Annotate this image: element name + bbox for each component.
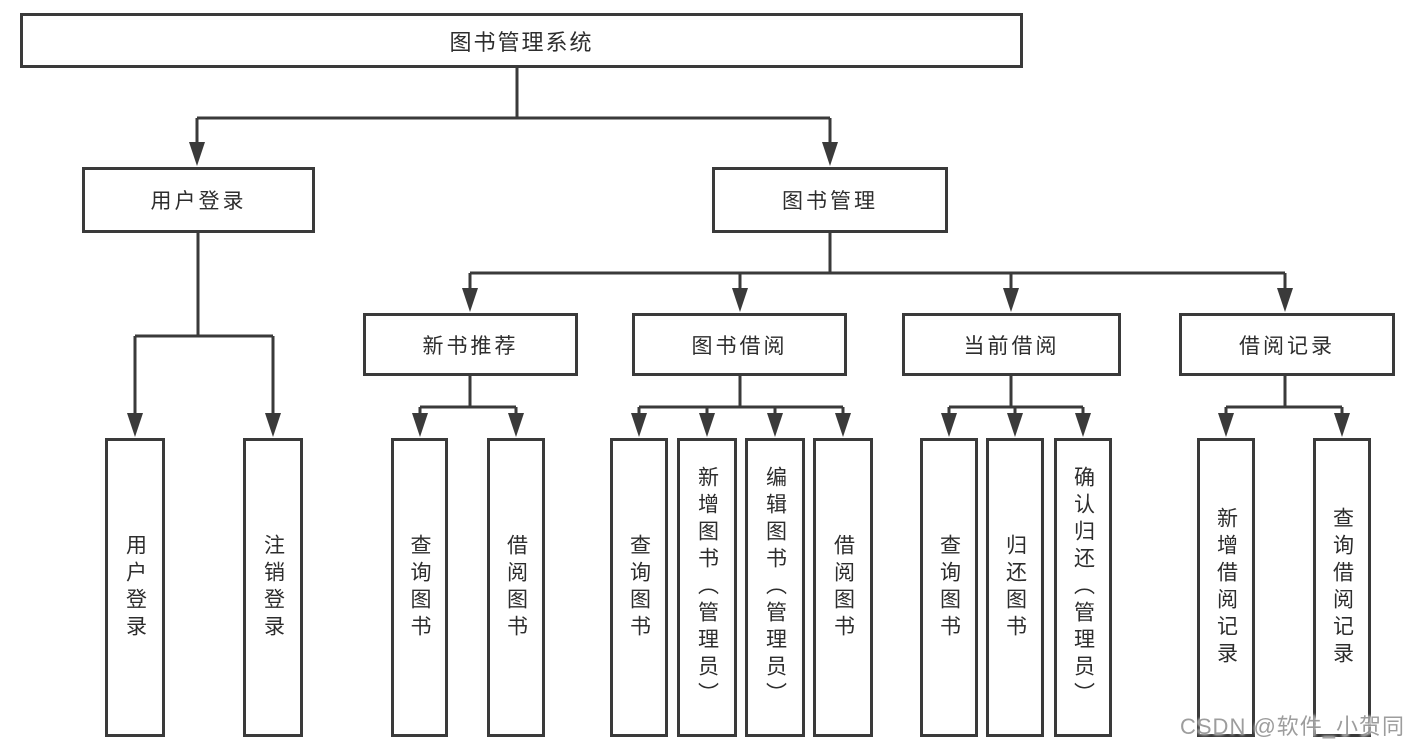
node-root-label: 图书管理系统 — [449, 29, 594, 55]
leaf-records-add-record-label: 新增借阅记录 — [1214, 506, 1238, 669]
leaf-borrowing-borrow-books-label: 借阅图书 — [831, 533, 855, 642]
node-root-library-system: 图书管理系统 — [20, 13, 1023, 68]
csdn-watermark: CSDN @软件_小贺同学 — [1180, 714, 1405, 739]
leaf-logout: 注销登录 — [243, 438, 303, 737]
node-new-book-recommendation-label: 新书推荐 — [422, 334, 519, 358]
leaf-newbook-borrow-books-label: 借阅图书 — [504, 533, 528, 642]
leaf-current-confirm-return-admin: 确认归还（管理员） — [1054, 438, 1112, 737]
leaf-borrowing-borrow-books: 借阅图书 — [813, 438, 873, 737]
leaf-user-login: 用户登录 — [105, 438, 165, 737]
leaf-current-return-books-label: 归还图书 — [1003, 533, 1027, 642]
connector-root-to-level1 — [195, 68, 832, 148]
leaf-logout-label: 注销登录 — [261, 533, 285, 642]
leaf-records-query-record-label: 查询借阅记录 — [1330, 506, 1354, 669]
node-book-management-label: 图书管理 — [782, 190, 878, 213]
leaf-borrowing-query-books-label: 查询图书 — [627, 533, 651, 642]
leaf-borrowing-add-books-admin: 新增图书（管理员） — [677, 438, 737, 737]
node-borrowing-records: 借阅记录 — [1179, 313, 1395, 376]
leaf-borrowing-query-books: 查询图书 — [610, 438, 668, 737]
arrowheads — [127, 142, 1350, 437]
leaf-borrowing-add-books-admin-label: 新增图书（管理员） — [695, 466, 719, 709]
leaf-records-query-record: 查询借阅记录 — [1313, 438, 1371, 737]
node-current-borrowing-label: 当前借阅 — [963, 334, 1060, 358]
connector-user-login-children — [133, 233, 275, 419]
leaf-borrowing-edit-books-admin: 编辑图书（管理员） — [745, 438, 805, 737]
connector-book-management-children — [468, 233, 1287, 294]
leaf-current-return-books: 归还图书 — [986, 438, 1044, 737]
node-book-borrowing: 图书借阅 — [632, 313, 847, 376]
connector-new-book-children — [418, 376, 518, 419]
node-user-login-label: 用户登录 — [150, 190, 247, 213]
node-current-borrowing: 当前借阅 — [902, 313, 1121, 376]
connector-borrowing-records-children — [1224, 376, 1344, 419]
leaf-borrowing-edit-books-admin-label: 编辑图书（管理员） — [763, 466, 787, 709]
connector-current-borrowing-children — [947, 376, 1085, 419]
leaf-current-query-books: 查询图书 — [920, 438, 978, 737]
leaf-user-login-label: 用户登录 — [123, 533, 147, 642]
leaf-records-add-record: 新增借阅记录 — [1197, 438, 1255, 737]
leaf-newbook-query-books: 查询图书 — [391, 438, 448, 737]
leaf-current-confirm-return-admin-label: 确认归还（管理员） — [1071, 466, 1095, 709]
node-book-management: 图书管理 — [712, 167, 948, 233]
node-book-borrowing-label: 图书借阅 — [691, 334, 788, 358]
leaf-newbook-borrow-books: 借阅图书 — [487, 438, 545, 737]
leaf-current-query-books-label: 查询图书 — [937, 533, 961, 642]
node-new-book-recommendation: 新书推荐 — [363, 313, 578, 376]
node-borrowing-records-label: 借阅记录 — [1239, 334, 1335, 358]
connector-book-borrowing-children — [637, 376, 845, 419]
node-user-login: 用户登录 — [82, 167, 315, 233]
leaf-newbook-query-books-label: 查询图书 — [408, 533, 431, 642]
